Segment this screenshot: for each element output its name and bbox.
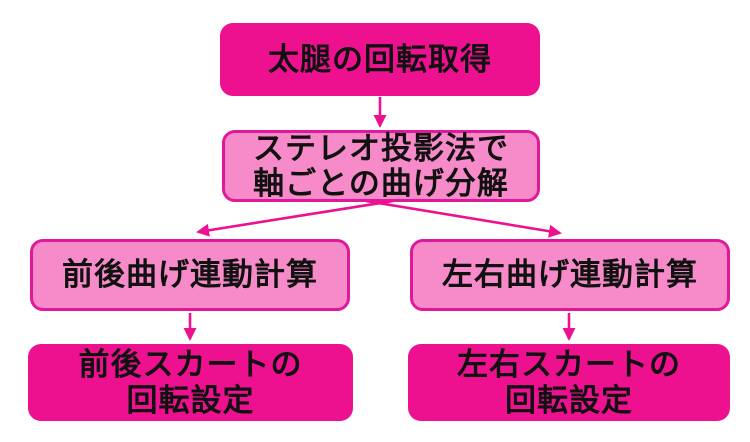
node-label: 軸ごとの曲げ分解: [253, 166, 509, 201]
node-label: 回転設定: [505, 382, 633, 418]
node-label: 太腿の回転取得: [268, 41, 492, 77]
node-left-right-bend-calc: 左右曲げ連動計算: [410, 239, 730, 311]
node-label: 前後スカートの: [78, 347, 303, 383]
arrow-n1-n3: [365, 199, 562, 238]
node-label: 前後曲げ連動計算: [62, 257, 318, 293]
node-label: 左右スカートの: [457, 347, 681, 383]
node-left-right-skirt-rotation: 左右スカートの 回転設定: [408, 344, 730, 421]
node-label: 回転設定: [126, 382, 255, 418]
node-front-back-skirt-rotation: 前後スカートの 回転設定: [28, 344, 353, 421]
node-get-thigh-rotation: 太腿の回転取得: [220, 23, 540, 96]
arrow-n1-n2: [196, 199, 394, 237]
node-stereo-projection-split: ステレオ投影法で 軸ごとの曲げ分解: [222, 130, 540, 202]
node-front-back-bend-calc: 前後曲げ連動計算: [30, 239, 350, 311]
node-label: 左右曲げ連動計算: [442, 257, 698, 293]
node-label: ステレオ投影法で: [253, 130, 509, 166]
